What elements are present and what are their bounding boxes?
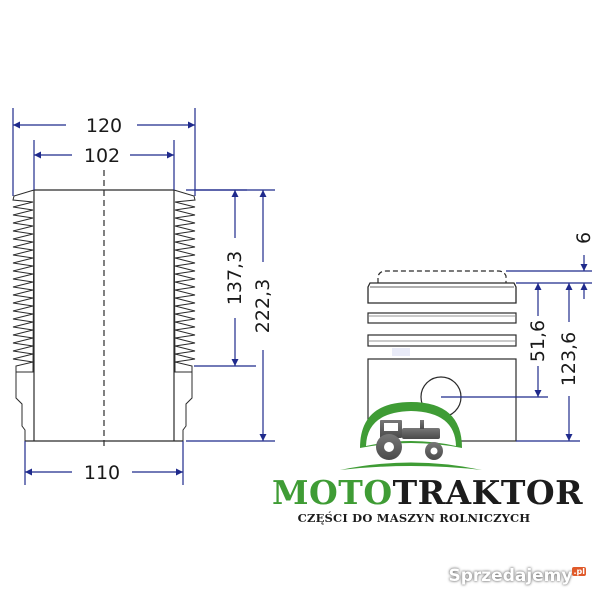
dim-fin-height: 137,3 xyxy=(224,251,246,305)
brand-logo: MOTOTRAKTOR xyxy=(272,473,583,512)
watermark-name: Sprzedajemy xyxy=(448,566,573,586)
watermark-tld: .pl xyxy=(572,567,586,577)
dim-outer-diameter: 120 xyxy=(86,115,122,137)
dim-total-height: 222,3 xyxy=(252,279,274,333)
cylinder-liner xyxy=(12,170,196,446)
piston-dimensions xyxy=(441,255,592,442)
dim-piston-pin-height: 51,6 xyxy=(527,320,549,362)
brand-part-moto: MOTO xyxy=(272,473,393,512)
dim-base-diameter: 110 xyxy=(84,462,120,484)
piston-highlight xyxy=(392,348,410,356)
liner-left-lower xyxy=(15,372,34,442)
tractor-logo-icon xyxy=(340,402,482,470)
liner-left-fins xyxy=(12,189,35,373)
dim-inner-diameter: 102 xyxy=(84,145,120,167)
liner-right-lower xyxy=(174,372,193,442)
brand-part-traktor: TRAKTOR xyxy=(392,473,584,512)
sprzedajemy-watermark: Sprzedajemy.pl xyxy=(448,566,586,586)
dim-piston-total-height: 123,6 xyxy=(558,332,580,386)
brand-tagline: CZĘŚCI DO MASZYN ROLNICZYCH xyxy=(297,511,531,525)
liner-dimensions xyxy=(12,108,275,485)
liner-right-fins xyxy=(173,189,196,373)
dim-piston-top-offset: 6 xyxy=(573,232,595,244)
